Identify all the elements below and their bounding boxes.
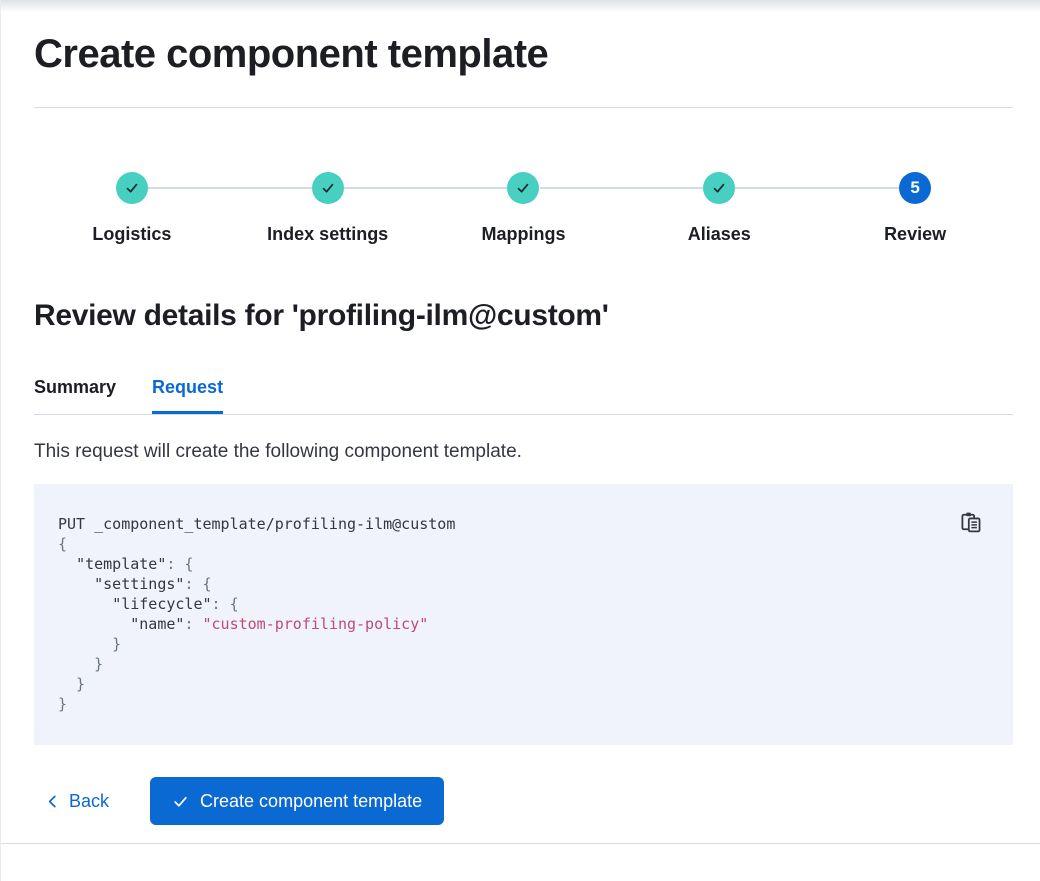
title-divider: [34, 107, 1013, 108]
check-icon: [713, 183, 725, 193]
check-icon: [126, 183, 138, 193]
bottom-divider: [1, 843, 1040, 844]
code-line: "name": "custom-profiling-policy": [130, 615, 429, 633]
code-line: {: [58, 535, 68, 553]
chevron-left-icon: [48, 795, 56, 807]
page-title: Create component template: [34, 32, 549, 76]
review-heading: Review details for 'profiling-ilm@custom…: [34, 299, 609, 332]
tab-request[interactable]: Request: [152, 377, 224, 414]
header-scroll-shadow: [1, 0, 1040, 12]
stepper-step-mappings[interactable]: Mappings: [425, 172, 622, 245]
code-line: }: [58, 695, 68, 713]
check-icon: [518, 183, 529, 193]
tab-summary[interactable]: Summary: [34, 377, 117, 397]
code-line: }: [58, 655, 104, 673]
step-label-review[interactable]: Review: [884, 224, 947, 244]
step-circle-logistics[interactable]: [115, 172, 148, 204]
create-component-template-button[interactable]: Create component template: [150, 777, 445, 825]
copy-clipboard-icon: [961, 512, 981, 533]
back-button[interactable]: Back: [34, 791, 109, 812]
description-text: This request will create the following c…: [34, 441, 522, 462]
code-line: "settings": {: [94, 575, 212, 593]
check-icon: [322, 183, 334, 193]
check-icon: [174, 796, 187, 807]
copy-button[interactable]: [959, 510, 983, 534]
step-circle-aliases[interactable]: [703, 172, 736, 204]
step-label-aliases[interactable]: Aliases: [687, 224, 751, 244]
create-button-label: Create component template: [200, 790, 423, 811]
stepper-step-index-settings[interactable]: Index settings: [229, 172, 426, 245]
tabs: Summary Request: [34, 377, 1013, 415]
code-line: }: [58, 675, 86, 693]
step-number: 5: [910, 178, 920, 197]
code-line: }: [58, 635, 122, 653]
wizard-content: Create component template Logistics Index…: [1, 30, 1040, 825]
code-line: PUT _component_template/profiling-ilm@cu…: [58, 515, 456, 533]
step-circle-review[interactable]: 5: [899, 172, 932, 204]
request-code-block: PUT _component_template/profiling-ilm@cu…: [34, 484, 1013, 745]
code-lines: PUT _component_template/profiling-ilm@cu…: [58, 514, 953, 714]
step-circle-mappings[interactable]: [507, 172, 540, 204]
stepper-step-aliases[interactable]: Aliases: [621, 172, 817, 245]
step-label-index-settings[interactable]: Index settings: [267, 224, 389, 244]
code-line: "template": {: [76, 555, 194, 573]
stepper-step-logistics[interactable]: Logistics: [34, 172, 230, 245]
wizard-footer: Back Create component template: [34, 777, 1013, 825]
step-label-mappings[interactable]: Mappings: [481, 224, 566, 244]
code-line: "lifecycle": {: [112, 595, 239, 613]
step-circle-index-settings[interactable]: [311, 172, 344, 204]
back-label: Back: [69, 790, 110, 811]
step-label-logistics[interactable]: Logistics: [92, 224, 172, 244]
